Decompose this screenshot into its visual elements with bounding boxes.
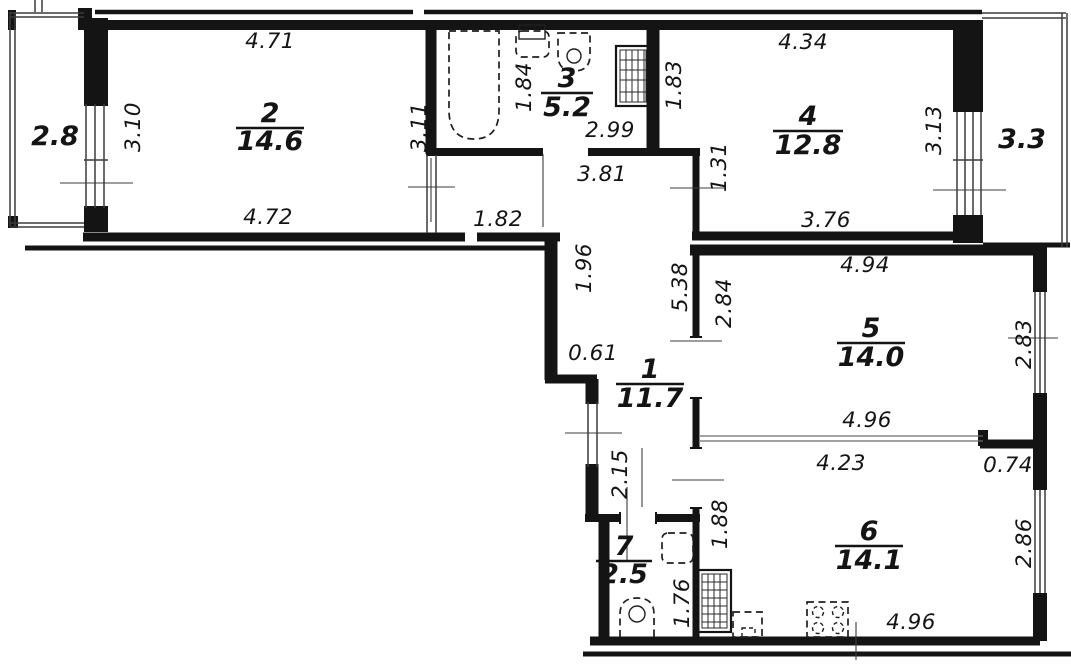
- room-3-number: 3: [558, 63, 577, 94]
- window-room4: [953, 112, 983, 215]
- dimension-labels: 4.71 4.72 1.82 2.99 3.81 4.34 3.76 4.94 …: [243, 29, 1033, 635]
- right-wall-pier: [1033, 593, 1047, 641]
- dim-label: 2.15: [608, 449, 633, 499]
- room-labels: 1 11.7 2 14.6 3 5.2 4 12.8 5 14.0 6 14.1…: [31, 63, 1046, 590]
- walls-thick: [8, 8, 1071, 657]
- balcony-right-area: 3.3: [998, 124, 1046, 155]
- window-room6: [1034, 490, 1046, 593]
- room-2-area: 14.6: [237, 126, 304, 157]
- stove-burner-icon: [831, 621, 845, 635]
- dim-tick: [641, 448, 724, 507]
- dim-label: 4.71: [245, 29, 295, 54]
- dim-label: 1.76: [670, 578, 695, 628]
- toilet-wc-icon: [619, 597, 655, 637]
- room-4-number: 4: [798, 101, 818, 132]
- dim-label: 4.72: [243, 205, 293, 230]
- dim-label: 4.34: [778, 30, 828, 55]
- dim-label: 1.31: [707, 142, 732, 192]
- room-7-number: 7: [615, 531, 634, 562]
- stove-icon: [806, 601, 849, 638]
- stove-burner-icon: [811, 621, 825, 635]
- balcony-right-outline: [982, 12, 1068, 247]
- toilet-wc-icon: [628, 605, 646, 623]
- stove-burner-icon: [811, 605, 825, 619]
- kitchen-notch-wall: [978, 430, 988, 446]
- room-7-area: 2.5: [600, 559, 648, 590]
- room-6-number: 6: [860, 516, 879, 547]
- washbasin-icon: [515, 30, 550, 58]
- dim-label: 2.83: [1012, 319, 1037, 369]
- toilet-icon: [566, 48, 582, 64]
- dim-label: 0.61: [568, 341, 618, 366]
- wc-sink-icon: [661, 532, 694, 564]
- kitchen-sink-icon: [732, 611, 763, 638]
- dim-label: 3.10: [121, 102, 146, 152]
- room-5-number: 5: [862, 313, 881, 344]
- vent-shaft-bathroom: [614, 44, 652, 108]
- balcony-left-area: 2.8: [31, 121, 79, 152]
- dim-label: 4.96: [842, 408, 892, 433]
- dim-label: 4.23: [816, 451, 866, 476]
- dim-label: 0.74: [983, 453, 1033, 478]
- dimension-ticks: [408, 154, 857, 660]
- balcony-corner: [8, 10, 16, 30]
- room-5-area: 14.0: [838, 342, 905, 373]
- room-1-number: 1: [641, 354, 660, 385]
- dim-label: 2.84: [712, 278, 737, 328]
- wall-stub: [426, 155, 437, 233]
- dim-label: 3.76: [801, 208, 851, 233]
- dim-label: 1.83: [662, 60, 687, 110]
- dim-tick: [408, 158, 455, 222]
- room5-room6-divider: [700, 435, 983, 442]
- dim-label: 1.88: [708, 499, 733, 549]
- wall-pier: [84, 206, 108, 232]
- wall-pier: [953, 20, 983, 112]
- stove-burner-icon: [831, 605, 845, 619]
- dim-label: 4.94: [840, 253, 890, 278]
- window-room2: [84, 104, 108, 208]
- wall-pier: [84, 18, 108, 106]
- dim-label: 1.96: [572, 243, 597, 293]
- door-opening-caps: [619, 336, 702, 524]
- room-1-area: 11.7: [617, 383, 684, 414]
- fixtures: [448, 24, 849, 638]
- corner-stub: [78, 8, 92, 30]
- kitchen-sink-icon: [741, 627, 756, 638]
- hall-thin-wall: [587, 402, 598, 467]
- walls-thin: [34, 0, 983, 467]
- dim-label: 3.81: [577, 162, 627, 187]
- room-3-area: 5.2: [543, 92, 591, 123]
- room-6-area: 14.1: [836, 545, 903, 576]
- balcony-corner: [8, 216, 18, 228]
- bathtub-icon: [448, 30, 500, 140]
- dim-label: 2.86: [1012, 518, 1037, 568]
- vent-shaft-kitchen: [696, 568, 733, 634]
- dim-label: 1.82: [473, 207, 523, 232]
- window-room5: [1034, 292, 1046, 393]
- dimension-labels-vertical: 3.10 3.11 1.84 1.83 1.31 3.13 1.96 5.38 …: [121, 60, 1037, 628]
- room-2-number: 2: [261, 98, 280, 129]
- dim-label: 1.84: [512, 62, 537, 112]
- balcony-left-outline: [9, 12, 84, 228]
- upper-stub-lines: [34, 0, 43, 12]
- dim-label: 3.11: [407, 102, 432, 152]
- dim-label: 5.38: [668, 262, 693, 312]
- room-4-area: 12.8: [775, 130, 842, 161]
- right-wall-pier: [1033, 244, 1047, 292]
- dim-label: 4.96: [886, 610, 936, 635]
- windows: [9, 12, 1068, 593]
- dim-label: 2.99: [585, 118, 635, 143]
- dim-label: 3.13: [922, 105, 947, 155]
